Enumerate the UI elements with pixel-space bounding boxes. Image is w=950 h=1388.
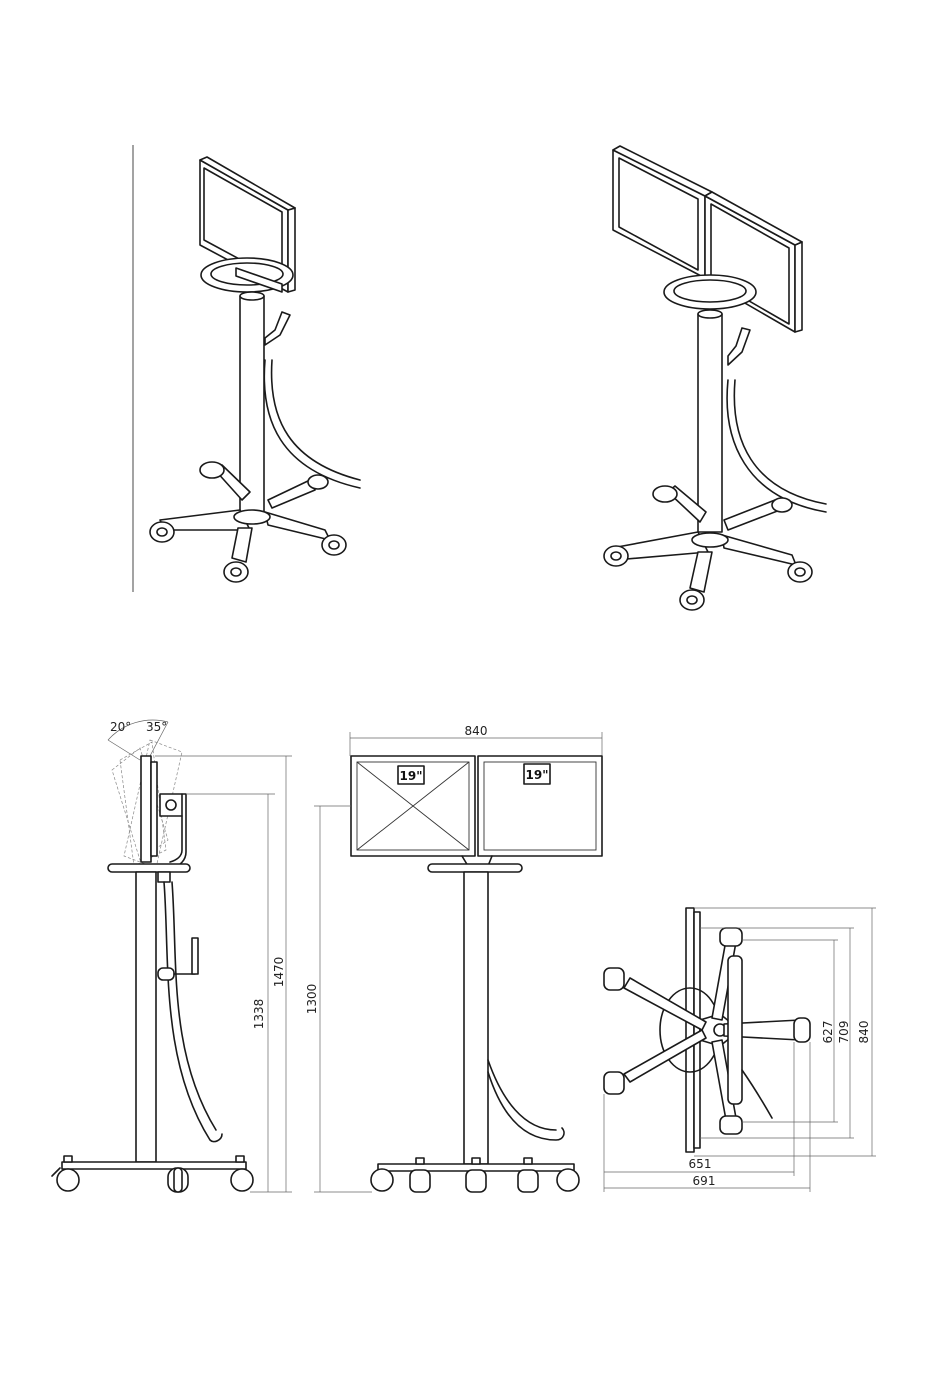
side-view: 20° 35° 1338 — [52, 720, 292, 1192]
screen-right-size-label: 19" — [526, 768, 549, 782]
base — [62, 1162, 246, 1169]
clamp — [158, 968, 174, 980]
side-handle — [265, 312, 290, 345]
casters — [371, 1158, 579, 1192]
dim-1300: 1300 — [305, 984, 319, 1015]
dim-627: 627 — [821, 1021, 835, 1044]
front-view: 840 19" 19" 1300 — [305, 724, 602, 1192]
column — [464, 872, 488, 1164]
dim-691: 691 — [693, 1174, 716, 1188]
iso-view-single-monitor — [133, 145, 360, 592]
cable-arm — [727, 380, 826, 512]
dim-651: 651 — [689, 1157, 712, 1171]
tray — [428, 864, 522, 872]
dim-1470: 1470 — [272, 957, 286, 988]
column — [136, 872, 156, 1162]
column — [698, 314, 722, 532]
cable-arm — [742, 1070, 772, 1118]
tilt-bracket — [160, 794, 182, 816]
dim-840-depth: 840 — [857, 1021, 871, 1044]
base-leg — [722, 535, 796, 565]
base-leg — [690, 552, 712, 592]
dim-709: 709 — [837, 1021, 851, 1044]
tray — [108, 864, 190, 872]
column — [240, 296, 264, 516]
cable-arm — [264, 360, 360, 488]
iso-view-dual-monitor — [604, 146, 826, 610]
dim-1338: 1338 — [252, 999, 266, 1030]
base-leg — [265, 512, 330, 540]
screen-left-size-label: 19" — [400, 769, 423, 783]
monitor-left — [613, 146, 712, 278]
side-handle — [728, 328, 750, 365]
handle-bracket — [192, 938, 198, 974]
dim-840-width: 840 — [465, 724, 488, 738]
tilt-back-angle-label: 20° — [110, 720, 131, 734]
monitor-top — [686, 908, 694, 1152]
base-leg — [232, 528, 252, 562]
top-view: 627 709 840 651 691 — [604, 908, 876, 1192]
tray-edge — [728, 956, 742, 1104]
tilt-forward-angle-label: 35° — [146, 720, 167, 734]
monitor-side — [141, 756, 151, 862]
cable-arm — [164, 882, 222, 1142]
